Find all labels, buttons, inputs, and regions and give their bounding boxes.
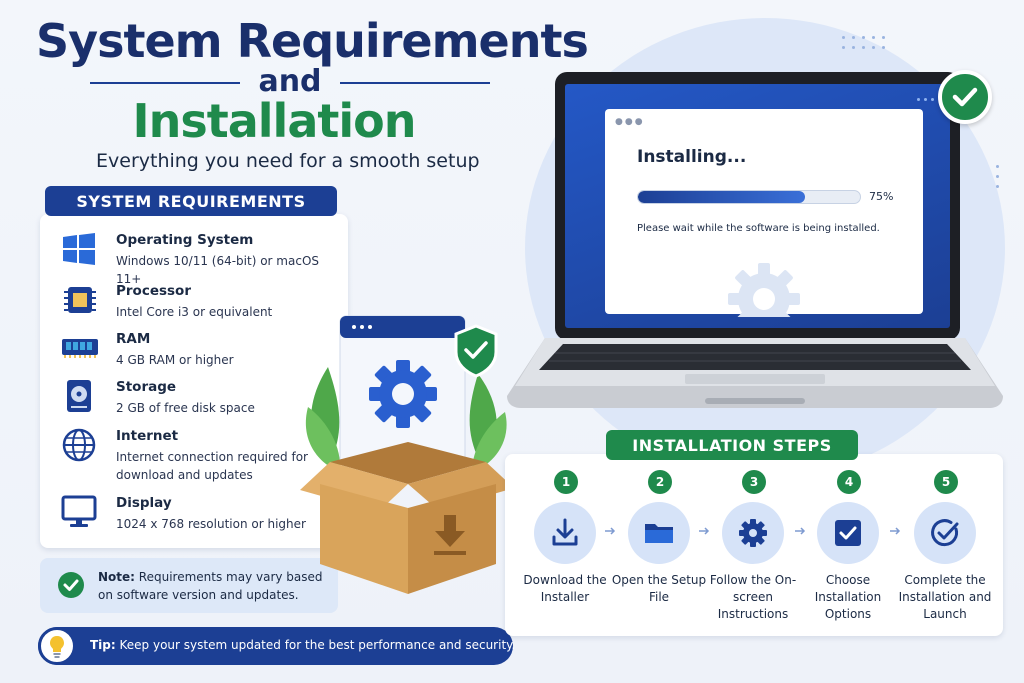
progress-percent: 75% xyxy=(869,190,894,203)
software-box-illustration xyxy=(300,315,514,594)
decorative-dots xyxy=(996,165,999,188)
folder-icon xyxy=(645,524,673,543)
arrow-right-icon xyxy=(795,527,806,535)
arrow-right-icon xyxy=(605,527,616,535)
check-circle-icon xyxy=(931,519,959,547)
success-check-icon xyxy=(938,70,992,124)
dialog-window-dots: ●●● xyxy=(615,117,645,127)
step-icon-circle xyxy=(914,502,976,564)
globe-icon xyxy=(62,428,96,462)
decorative-dots xyxy=(842,36,885,49)
windows-icon xyxy=(63,233,95,265)
ram-icon xyxy=(62,339,98,358)
progress-fill xyxy=(638,191,805,203)
step-number: 1 xyxy=(554,470,578,494)
checkbox-icon xyxy=(835,520,861,546)
page-title-installation: Installation xyxy=(132,94,417,148)
install-title: Installing... xyxy=(637,147,747,167)
install-message: Please wait while the software is being … xyxy=(637,223,880,234)
requirements-card: Operating System Windows 10/11 (64-bit) … xyxy=(40,214,348,548)
step-number: 3 xyxy=(742,470,766,494)
step-icon-circle xyxy=(534,502,596,564)
page-title: System Requirements xyxy=(36,14,589,68)
screen-dots xyxy=(917,98,934,101)
title-connector: and xyxy=(90,64,490,100)
hard-drive-icon xyxy=(67,380,91,412)
laptop-keyboard xyxy=(507,338,1003,408)
tip-banner: Tip: Keep your system updated for the be… xyxy=(38,627,516,665)
step-label: Follow the On-screen Instructions xyxy=(709,573,797,621)
step-number: 4 xyxy=(837,470,861,494)
install-dialog: ●●● Installing... 75% Please wait while … xyxy=(605,109,923,317)
steps-card: 1 Download the Installer 2 Open the Setu… xyxy=(505,454,1003,636)
note-box: Note: Requirements may vary based on sof… xyxy=(40,558,338,613)
step-label: Open the Setup File xyxy=(611,573,707,604)
laptop-screen: ●●● Installing... 75% Please wait while … xyxy=(565,84,950,328)
step-label: Complete the Installation and Launch xyxy=(898,573,992,621)
progress-bar xyxy=(637,190,861,204)
note-text: Note: Requirements may vary based on sof… xyxy=(98,570,323,602)
step-icon-circle xyxy=(628,502,690,564)
step-label: Download the Installer xyxy=(523,573,607,604)
steps-header: INSTALLATION STEPS xyxy=(606,430,858,460)
title-and: and xyxy=(258,64,322,99)
cpu-icon xyxy=(64,287,96,313)
step-number: 5 xyxy=(934,470,958,494)
lightbulb-icon xyxy=(38,627,76,665)
download-icon xyxy=(552,518,578,546)
gear-icon xyxy=(739,519,767,547)
check-icon xyxy=(58,572,84,598)
step-number: 2 xyxy=(648,470,672,494)
step-icon-circle xyxy=(722,502,784,564)
tip-text: Tip: Keep your system updated for the be… xyxy=(90,638,516,652)
gear-icon xyxy=(728,263,800,317)
step-icon-circle xyxy=(817,502,879,564)
laptop: ●●● Installing... 75% Please wait while … xyxy=(500,72,1005,417)
laptop-screen-frame: ●●● Installing... 75% Please wait while … xyxy=(555,72,960,340)
page-subtitle: Everything you need for a smooth setup xyxy=(96,150,480,172)
monitor-icon xyxy=(61,495,97,527)
arrow-right-icon xyxy=(699,527,710,535)
arrow-right-icon xyxy=(890,527,901,535)
requirements-header: SYSTEM REQUIREMENTS xyxy=(45,186,337,216)
step-label: Choose Installation Options xyxy=(814,573,882,621)
